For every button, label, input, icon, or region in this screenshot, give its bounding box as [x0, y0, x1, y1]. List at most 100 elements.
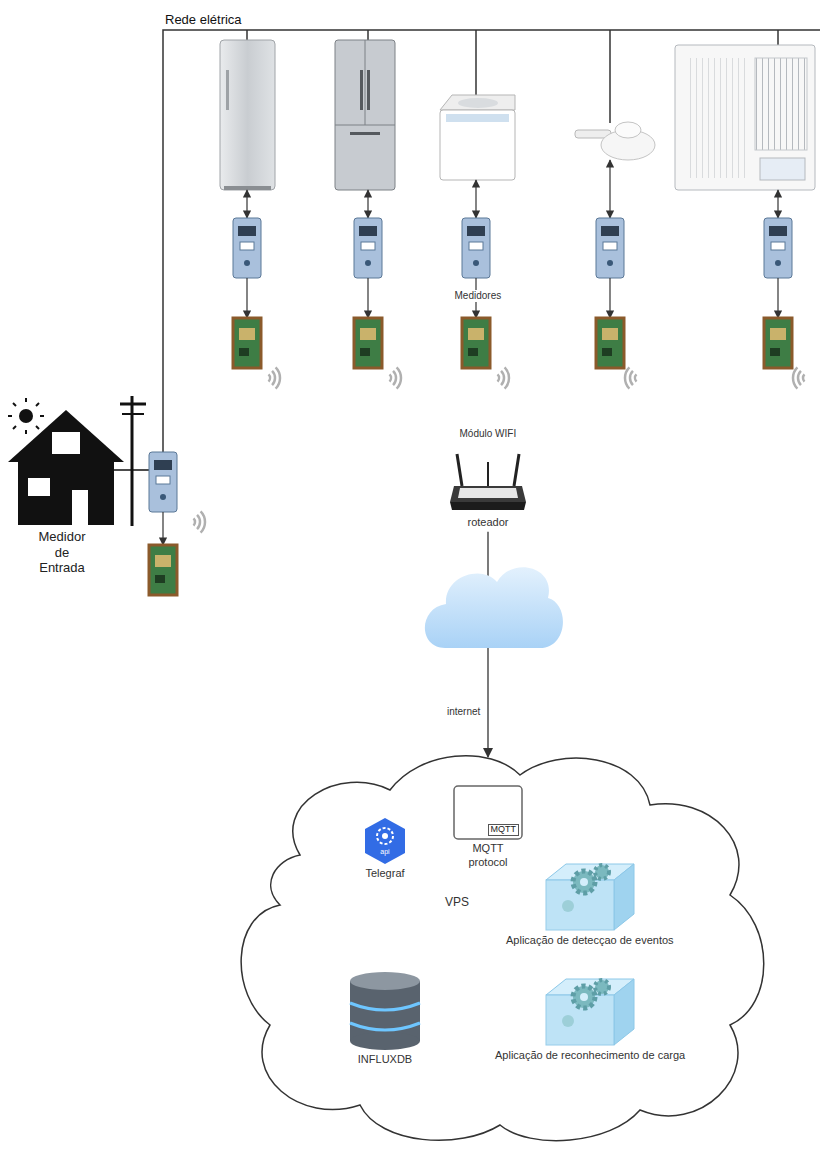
drawing [365, 260, 371, 266]
drawing [467, 226, 485, 236]
energy-meter [596, 218, 624, 278]
drawing [244, 260, 250, 266]
drawing [360, 348, 370, 356]
fridge [220, 40, 275, 190]
wifi-module [354, 318, 382, 368]
drawing [468, 328, 484, 340]
node-label: MQTT protocol [456, 842, 520, 870]
node-label: Aplicação de reconhecimento de carga [495, 1049, 685, 1063]
internet-cloud [425, 567, 563, 648]
router-icon [450, 452, 526, 514]
app-cube [544, 860, 636, 932]
signal-arrow [246, 278, 247, 318]
drawing [154, 460, 172, 470]
wifi-signal [630, 371, 633, 385]
node-icon [544, 975, 636, 1047]
wifi-signal [272, 371, 275, 385]
drawing [239, 348, 249, 356]
node-icon [544, 860, 636, 932]
signal-arrow [367, 278, 368, 318]
wifi-signal [793, 367, 797, 388]
drawing [764, 318, 792, 368]
drawing [462, 318, 490, 368]
wifi-signal [635, 374, 636, 381]
drawing [359, 226, 377, 236]
telegraf: apiTelegraf [362, 817, 408, 881]
wifi-signal [625, 367, 629, 388]
entry-meter [149, 452, 177, 512]
load-recognition-app: Aplicação de reconhecimento de carga [495, 975, 685, 1063]
drawing [361, 242, 375, 250]
drawing [240, 242, 254, 250]
drawing [462, 218, 490, 278]
drawing [149, 452, 177, 512]
wifi-module [764, 318, 792, 368]
energy-meter [233, 218, 261, 278]
drawing [468, 348, 478, 356]
telegraf-hexagon [362, 817, 408, 865]
drawing [596, 318, 624, 368]
signal-arrow [162, 512, 163, 545]
event-detection-app: Aplicação de detecçao de eventos [506, 860, 674, 948]
drawing [770, 348, 780, 356]
database-cylinder [348, 971, 422, 1051]
drawing [149, 545, 177, 595]
app-cube [544, 975, 636, 1047]
drawing [602, 348, 612, 356]
air-conditioner [675, 45, 815, 190]
french-door-fridge [335, 40, 395, 190]
annotation-label: Medidor de Entrada [31, 529, 93, 576]
drawing [601, 226, 619, 236]
electric-shower [575, 122, 655, 160]
node-label: Aplicação de detecçao de eventos [506, 934, 674, 948]
wifi-signal [501, 371, 504, 385]
wifi-signal [390, 374, 391, 381]
drawing [469, 242, 483, 250]
drawing [233, 318, 261, 368]
energy-meter [462, 218, 490, 278]
signal-arrow [609, 160, 610, 218]
washing-machine [440, 95, 515, 180]
drawing [473, 260, 479, 266]
vps-cloud: VPSMQTTMQTT protocolapiTelegrafAplicação… [230, 745, 770, 1145]
wifi-signal [194, 518, 195, 525]
annotation-label: Medidores [453, 290, 504, 302]
node-label: VPS [445, 895, 469, 910]
drawing [770, 328, 786, 340]
node-icon [450, 452, 526, 514]
wifi-signal [393, 371, 396, 385]
drawing [360, 328, 376, 340]
drawing [769, 226, 787, 236]
drawing [775, 260, 781, 266]
wifi-module [149, 545, 177, 595]
wifi-module [596, 318, 624, 368]
drawing [354, 318, 382, 368]
wifi-signal [498, 374, 499, 381]
wifi-signal [798, 371, 801, 385]
wifi-signal [201, 511, 205, 532]
drawing [354, 218, 382, 278]
drawing [238, 226, 256, 236]
wifi-signal [803, 374, 804, 381]
node-label: roteador [450, 516, 526, 530]
influxdb: INFLUXDB [348, 971, 422, 1067]
wifi-module [233, 318, 261, 368]
signal-arrow [475, 180, 476, 218]
wifi-module [462, 318, 490, 368]
signal-arrow [246, 190, 247, 218]
energy-meter [764, 218, 792, 278]
node-label: INFLUXDB [348, 1053, 422, 1067]
drawing [603, 242, 617, 250]
signal-arrow [609, 278, 610, 318]
drawing [155, 555, 171, 567]
power-bus [163, 30, 820, 452]
drawing [239, 328, 255, 340]
signal-arrow [777, 278, 778, 318]
wifi-signal [397, 367, 401, 388]
annotation-label: Módulo WIFI [460, 428, 517, 440]
icon-text: api [362, 848, 408, 855]
drawing [156, 476, 170, 484]
node-icon [348, 971, 422, 1051]
router: roteador [450, 452, 526, 530]
